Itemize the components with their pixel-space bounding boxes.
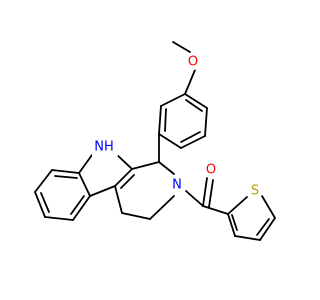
bond-n-c3 bbox=[149, 195, 175, 220]
bond-c9a-c1 bbox=[131, 161, 160, 170]
bond-ph-1 bbox=[184, 93, 208, 109]
indole-nh-label: NH bbox=[94, 140, 114, 155]
bond-th-inner-1 bbox=[256, 218, 270, 236]
bond-bz-4 bbox=[44, 216, 74, 221]
bond-ph-inner-2 bbox=[180, 131, 201, 143]
bond-c4-c4a bbox=[114, 185, 123, 214]
bond-th-2 bbox=[261, 195, 276, 219]
bond-th-inner-2 bbox=[231, 214, 238, 231]
bond-ph-inner-1 bbox=[185, 99, 203, 112]
bond-o-aryl bbox=[184, 69, 196, 95]
bond-ph-5 bbox=[158, 105, 162, 135]
bond-th-4 bbox=[234, 235, 261, 241]
bond-nh-c8a bbox=[78, 154, 93, 174]
bond-c4a-c9a bbox=[114, 168, 133, 187]
bond-ph-3 bbox=[180, 135, 206, 149]
bond-th-3 bbox=[259, 217, 276, 241]
bond-co-double-2 bbox=[208, 179, 214, 208]
bond-c3-c4 bbox=[121, 212, 151, 220]
thiophene-sulfur-label: S bbox=[251, 184, 259, 199]
bond-bz-5 bbox=[72, 195, 91, 221]
bond-bz-inner-2 bbox=[40, 192, 50, 213]
bond-methyl-o bbox=[172, 41, 191, 53]
amide-nitrogen-label: N bbox=[172, 178, 182, 193]
bond-th-1 bbox=[227, 196, 248, 215]
bond-ph-inner-3 bbox=[164, 108, 167, 132]
bond-c1-n bbox=[158, 161, 175, 175]
bond-ph-6 bbox=[160, 93, 186, 107]
bond-ph-2 bbox=[204, 107, 208, 137]
bond-bz-3 bbox=[34, 191, 46, 218]
bond-th-5 bbox=[227, 213, 236, 237]
atom-labels: O NH N O S bbox=[92, 54, 263, 199]
bond-c8a-c4b bbox=[78, 172, 91, 197]
molecule-structure-diagram: O NH N O S bbox=[34, 41, 276, 241]
bond-co-double-1 bbox=[202, 177, 208, 207]
bond-c4a-c9a-double bbox=[120, 174, 135, 189]
bond-bz-2 bbox=[34, 169, 53, 193]
bond-lines bbox=[34, 41, 276, 241]
methoxy-oxygen-label: O bbox=[188, 55, 198, 70]
bond-bz-1 bbox=[51, 169, 80, 174]
bond-bz-inner-1 bbox=[54, 175, 78, 179]
bond-c4b-c4a bbox=[89, 185, 116, 197]
bond-ph-4 bbox=[158, 133, 182, 149]
carbonyl-oxygen-label: O bbox=[206, 163, 216, 178]
bond-n-carbonyl bbox=[185, 190, 204, 207]
bond-bz-inner-3 bbox=[70, 195, 85, 215]
bond-carbonyl-thiophene bbox=[202, 205, 229, 215]
